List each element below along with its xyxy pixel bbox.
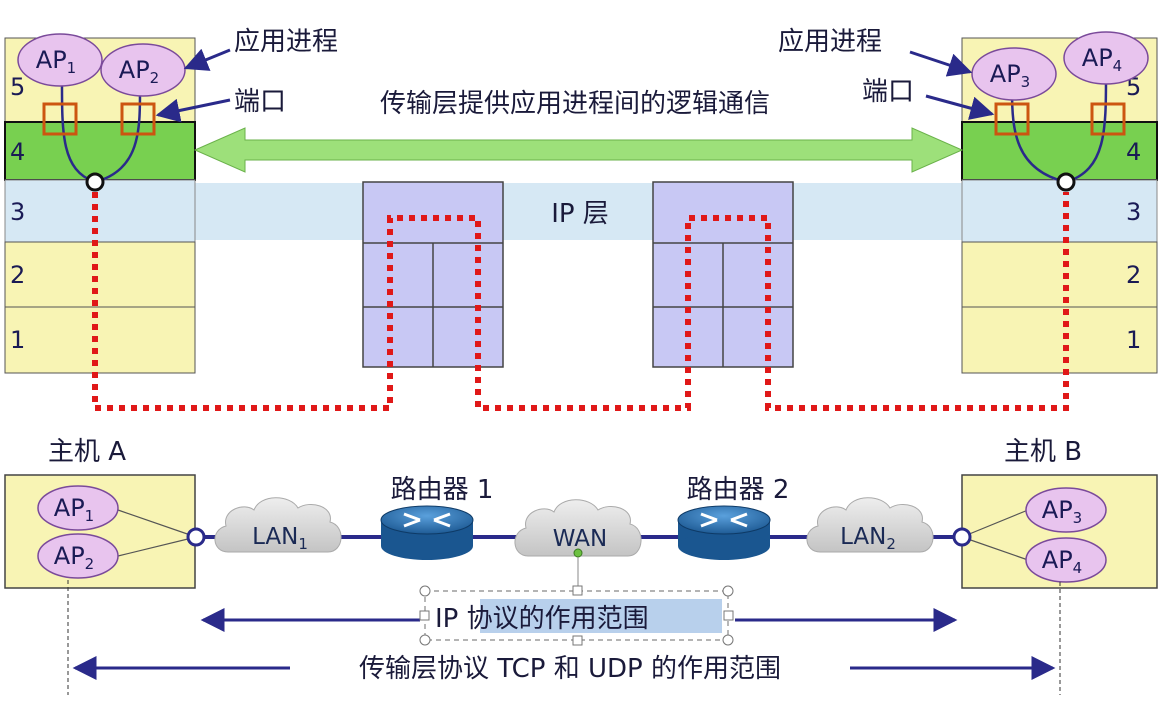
port-label-right: 端口 <box>862 77 914 107</box>
logical-communication-arrow <box>193 127 964 173</box>
host-a-ap2-upper: AP2 <box>100 43 186 97</box>
host-b-ap3-lower: AP3 <box>1025 487 1107 533</box>
host-a-level-2: 2 <box>10 261 25 289</box>
svg-text:AP3: AP3 <box>1042 496 1082 527</box>
router-2-label: 路由器 2 <box>687 475 790 505</box>
host-b-transport-socket <box>1056 172 1076 192</box>
host-b-port-2 <box>1090 102 1126 136</box>
host-a-layer-2 <box>4 241 196 308</box>
svg-text:AP4: AP4 <box>1042 546 1082 577</box>
svg-text:AP3: AP3 <box>990 60 1030 91</box>
host-a-process-line-1 <box>60 69 96 184</box>
host-b-port-1 <box>994 102 1030 136</box>
host-b-ap3-upper: AP3 <box>971 47 1057 101</box>
host-a-level-1: 1 <box>10 326 25 354</box>
host-a-port-1 <box>42 102 78 136</box>
wan-cloud: WAN <box>514 499 642 557</box>
svg-text:IP 协议的作用范围: IP 协议的作用范围 <box>435 604 649 634</box>
host-b-level-4: 4 <box>1126 138 1141 166</box>
host-b-process-line-2 <box>1065 74 1108 184</box>
host-b-network-port <box>952 527 972 547</box>
ip-scope-textbox[interactable]: IP 协议的作用范围 <box>419 585 734 646</box>
host-a-label: 主机 A <box>48 437 126 467</box>
router-1-label: 路由器 1 <box>391 475 494 505</box>
logical-communication-label: 传输层提供应用进程间的逻辑通信 <box>380 89 770 119</box>
host-b-ap4-lower: AP4 <box>1025 537 1107 583</box>
port-pointer-left <box>155 98 231 123</box>
host-a-level-4: 4 <box>10 138 25 166</box>
transport-scope-label: 传输层协议 TCP 和 UDP 的作用范围 <box>359 654 781 684</box>
host-a-transport-socket <box>85 172 105 192</box>
selection-rotate-handle[interactable] <box>573 548 583 558</box>
svg-text:AP1: AP1 <box>54 494 94 525</box>
router-2-icon <box>677 505 771 560</box>
host-a-layer-4 <box>4 121 196 181</box>
app-process-label-right: 应用进程 <box>778 27 882 57</box>
app-process-pointer-right <box>909 50 973 77</box>
app-process-label-left: 应用进程 <box>234 27 338 57</box>
lan1-cloud: LAN1 <box>214 497 342 553</box>
svg-text:LAN1: LAN1 <box>252 524 308 553</box>
port-label-left: 端口 <box>234 87 286 117</box>
host-b-layer-1 <box>961 306 1158 374</box>
svg-text:AP2: AP2 <box>119 56 159 87</box>
host-a-level-3: 3 <box>10 198 25 226</box>
host-a-ap1-lower: AP1 <box>37 485 119 531</box>
app-process-pointer-left <box>183 48 231 71</box>
host-a-layer-1 <box>4 306 196 374</box>
host-a-port-2 <box>120 102 156 136</box>
host-a-layer-3 <box>4 179 196 243</box>
host-b-layer-3 <box>961 179 1158 243</box>
svg-text:LAN2: LAN2 <box>840 524 896 553</box>
host-b-label: 主机 B <box>1004 437 1082 467</box>
host-b-ap4-upper: AP4 <box>1063 31 1149 85</box>
svg-text:AP2: AP2 <box>54 542 94 573</box>
host-b-level-3: 3 <box>1126 198 1141 226</box>
svg-text:WAN: WAN <box>553 526 607 552</box>
host-b-level-1: 1 <box>1126 326 1141 354</box>
port-pointer-right <box>925 94 995 120</box>
host-a-level-5: 5 <box>10 73 25 101</box>
host-a-network-port <box>186 527 206 547</box>
svg-text:AP4: AP4 <box>1082 44 1122 75</box>
router-2-stack <box>652 181 794 368</box>
ip-layer-band <box>195 183 962 240</box>
svg-text:AP1: AP1 <box>36 46 76 77</box>
ip-layer-label: IP 层 <box>551 199 609 229</box>
lan2-cloud: LAN2 <box>806 497 934 553</box>
router-1-stack <box>362 181 504 368</box>
data-flow-path <box>92 192 1069 411</box>
host-a-ap2-lower: AP2 <box>37 533 119 579</box>
router-1-icon <box>380 505 474 560</box>
host-b-layer-2 <box>961 241 1158 308</box>
host-a-ap1-upper: AP1 <box>17 33 103 87</box>
host-b-level-2: 2 <box>1126 261 1141 289</box>
